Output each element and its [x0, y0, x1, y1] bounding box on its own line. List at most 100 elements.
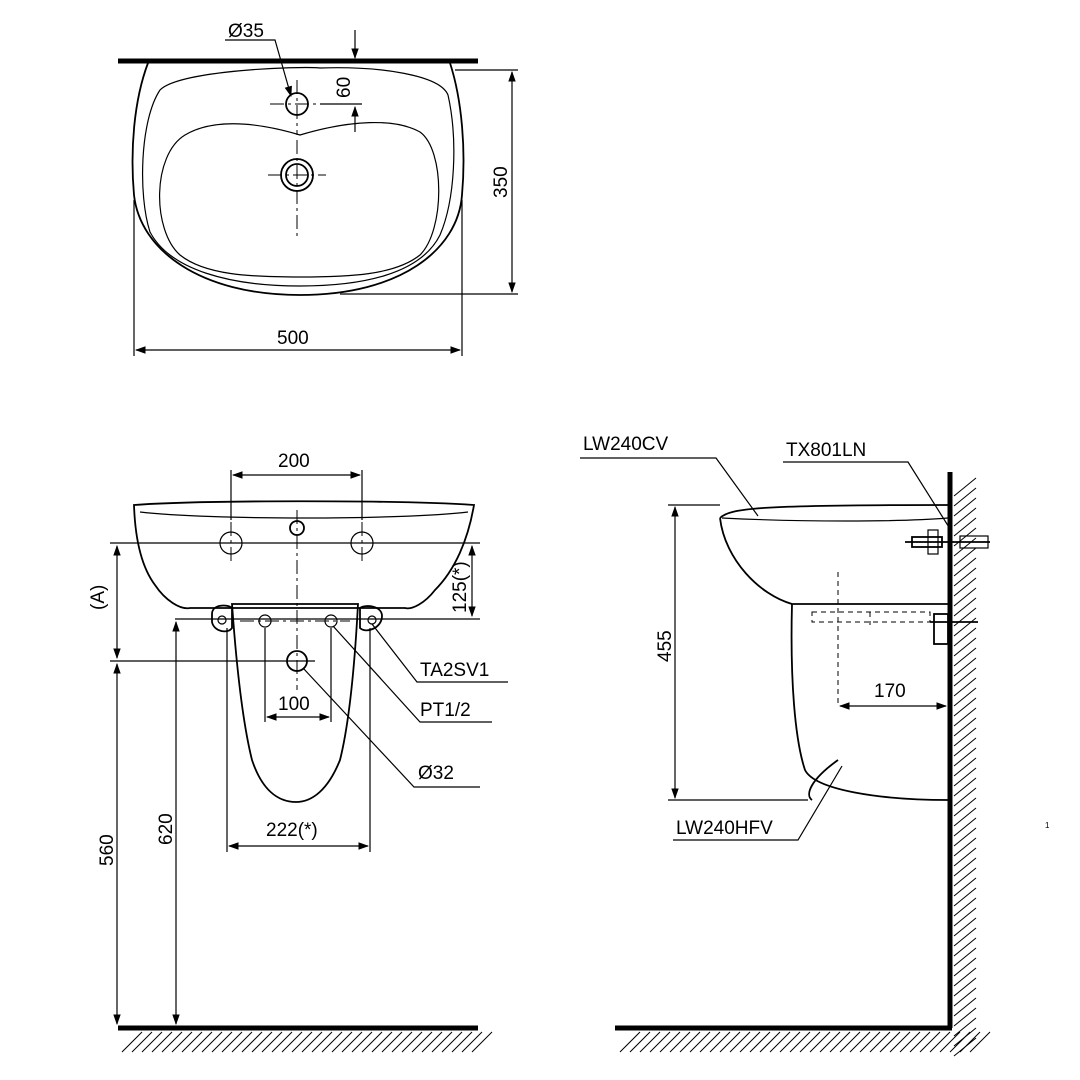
front-basin-outline: [133, 500, 476, 610]
hatch-stroke: [953, 597, 977, 617]
hatch-stroke: [953, 507, 977, 527]
hatch-stroke: [421, 1031, 443, 1053]
hatch-stroke: [953, 847, 977, 867]
hatch-stroke: [953, 557, 977, 577]
hatch-stroke: [953, 577, 977, 597]
hatch-stroke: [953, 517, 977, 537]
basin-model-leader: [580, 457, 759, 517]
width-label: 500: [277, 328, 309, 349]
hatch-stroke: [699, 1031, 721, 1053]
hatch-stroke: [889, 1031, 911, 1053]
hatch-stroke: [953, 887, 977, 907]
hatch-stroke: [759, 1031, 781, 1053]
side-basin-outline: [719, 504, 949, 605]
hatch-stroke: [953, 767, 977, 787]
hatch-stroke: [899, 1031, 921, 1053]
outlet-a-label: (A): [88, 585, 109, 610]
hatch-stroke: [231, 1031, 253, 1053]
hatch-stroke: [953, 877, 977, 897]
hatch-stroke: [251, 1031, 273, 1053]
hatch-stroke: [953, 637, 977, 657]
hatch-stroke: [953, 957, 977, 977]
pedestal-width-label: 222(*): [266, 820, 318, 841]
hatch-stroke: [953, 617, 977, 637]
hatch-stroke: [959, 1031, 981, 1053]
hatch-stroke: [131, 1031, 153, 1053]
hatch-stroke: [729, 1031, 751, 1053]
hole-spacing-label: 100: [278, 694, 310, 715]
hatch-stroke: [331, 1031, 353, 1053]
hatch-stroke: [191, 1031, 213, 1053]
hatch-stroke: [953, 827, 977, 847]
hatch-stroke: [211, 1031, 233, 1053]
hatch-stroke: [953, 907, 977, 927]
hatch-stroke: [639, 1031, 661, 1053]
hatch-stroke: [411, 1031, 433, 1053]
hatch-stroke: [953, 807, 977, 827]
hatch-stroke: [659, 1031, 681, 1053]
hatch-stroke: [953, 497, 977, 517]
basin-model-label: LW240CV: [583, 434, 669, 455]
bracket-callout-label: TA2SV1: [420, 660, 489, 681]
hatch-stroke: [171, 1031, 193, 1053]
side-wall-hatch: [953, 477, 977, 1057]
hatch-stroke: [953, 717, 977, 737]
hatch-stroke: [953, 787, 977, 807]
hatch-stroke: [953, 747, 977, 767]
hatch-stroke: [879, 1031, 901, 1053]
side-basin-rim: [721, 517, 949, 522]
tap-spacing-label: 200: [278, 451, 310, 472]
bracket-left-bolt: [217, 615, 227, 625]
hatch-stroke: [953, 737, 977, 757]
hatch-stroke: [819, 1031, 841, 1053]
hatch-stroke: [953, 927, 977, 947]
basin-outer-outline: [131, 62, 465, 296]
hatch-stroke: [371, 1031, 393, 1053]
hatch-stroke: [953, 857, 977, 877]
hatch-stroke: [809, 1031, 831, 1053]
hatch-stroke: [351, 1031, 373, 1053]
hatch-stroke: [461, 1031, 483, 1053]
hatch-stroke: [839, 1031, 861, 1053]
hole-diameter-label: Ø35: [228, 21, 264, 42]
hatch-stroke: [381, 1031, 403, 1053]
bracket-callout-leader: [371, 623, 508, 683]
hatch-stroke: [953, 1017, 977, 1037]
hatch-stroke: [953, 947, 977, 967]
bracket-left: [211, 604, 233, 633]
hatch-stroke: [799, 1031, 821, 1053]
hatch-stroke: [669, 1031, 691, 1053]
hatch-stroke: [241, 1031, 263, 1053]
hatch-stroke: [953, 687, 977, 707]
hatch-stroke: [789, 1031, 811, 1053]
tap-drop-label: 125(*): [450, 561, 471, 613]
outlet-height-label: 560: [97, 834, 118, 866]
hatch-stroke: [121, 1031, 143, 1053]
hatch-stroke: [953, 917, 977, 937]
hatch-stroke: [953, 967, 977, 987]
hatch-stroke: [953, 727, 977, 747]
hatch-stroke: [311, 1031, 333, 1053]
hole-diameter-leader: [225, 39, 292, 98]
depth-label: 350: [491, 166, 512, 198]
hatch-stroke: [953, 607, 977, 627]
hatch-stroke: [141, 1031, 163, 1053]
hatch-stroke: [649, 1031, 671, 1053]
hatch-stroke: [953, 527, 977, 547]
thread-callout-leader: [332, 625, 492, 723]
hatch-stroke: [151, 1031, 173, 1053]
hatch-stroke: [953, 777, 977, 797]
hatch-stroke: [849, 1031, 871, 1053]
basin-bowl-outline: [159, 122, 440, 278]
hatch-stroke: [859, 1031, 881, 1053]
hatch-stroke: [739, 1031, 761, 1053]
pedestal-depth-label: 170: [874, 681, 906, 702]
hatch-stroke: [221, 1031, 243, 1053]
hatch-stroke: [953, 647, 977, 667]
pedestal-model-leader: [673, 765, 843, 841]
hatch-stroke: [431, 1031, 453, 1053]
hatch-stroke: [471, 1031, 493, 1053]
hatch-stroke: [953, 697, 977, 717]
hatch-stroke: [201, 1031, 223, 1053]
